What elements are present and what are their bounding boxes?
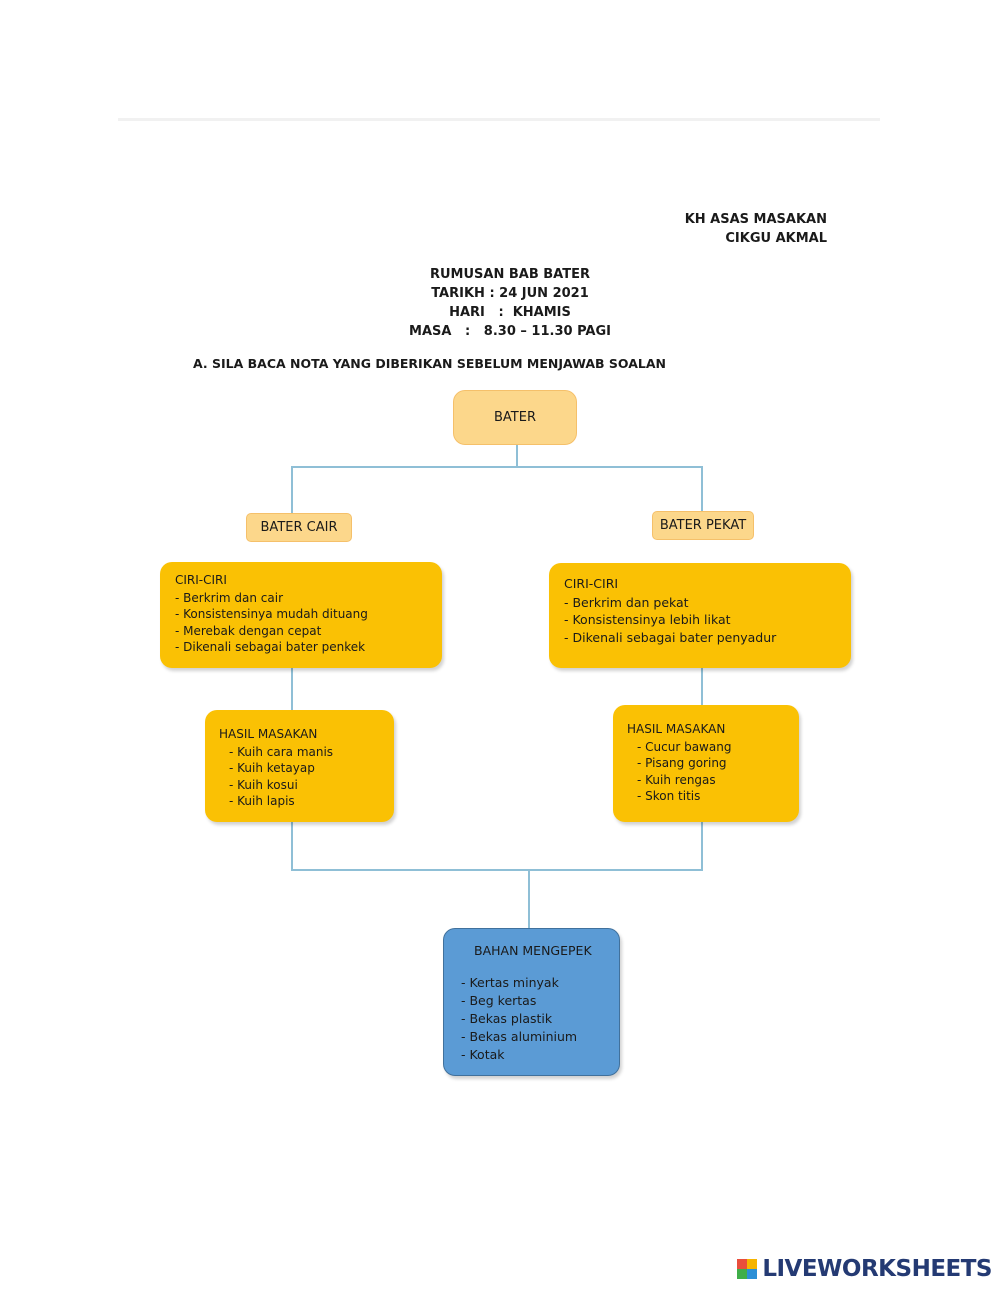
node-hasil-cair: HASIL MASAKAN - Kuih cara manis - Kuih k… [205,710,394,822]
lesson-day: HARI : KHAMIS [449,305,571,320]
connector-bottom-horizontal [291,869,703,871]
course-name: KH ASAS MASAKAN [684,212,827,227]
hasil-cair-item: - Kuih lapis [229,794,295,808]
connector-top-horizontal [291,466,703,468]
ciri-pekat-item: - Berkrim dan pekat [564,594,689,610]
node-bahan-mengepek: BAHAN MENGEPEK - Kertas minyak - Beg ker… [443,928,620,1076]
ciri-cair-item: - Dikenali sebagai bater penkek [175,640,366,654]
connector-right-top [701,466,703,514]
liveworksheets-logo-icon [737,1259,758,1279]
bahan-item: - Beg kertas [461,993,537,1008]
ciri-pekat-item: - Dikenali sebagai bater penyadur [564,629,777,645]
node-ciri-pekat: CIRI-CIRI - Berkrim dan pekat - Konsiste… [549,563,851,668]
node-bater-pekat: BATER PEKAT [652,511,754,540]
bahan-item: - Kertas minyak [461,975,559,990]
hasil-pekat-item: - Cucur bawang [637,739,732,754]
ciri-pekat-heading: CIRI-CIRI [564,576,619,591]
hasil-pekat-heading: HASIL MASAKAN [627,722,726,736]
connector-right-bottom [701,822,703,870]
connector-left-top [291,466,293,514]
instruction-text: A. SILA BACA NOTA YANG DIBERIKAN SEBELUM… [193,356,666,371]
node-hasil-pekat: HASIL MASAKAN - Cucur bawang - Pisang go… [613,705,799,822]
ciri-cair-item: - Konsistensinya mudah dituang [175,607,368,621]
ciri-pekat-item: - Konsistensinya lebih likat [564,612,731,627]
hasil-pekat-item: - Pisang goring [637,756,727,770]
node-ciri-cair: CIRI-CIRI - Berkrim dan cair - Konsisten… [160,562,442,668]
page-top-rule [118,118,880,121]
liveworksheets-brand: LIVEWORKSHEETS [737,1256,992,1282]
connector-bahan-down [528,869,530,929]
lesson-title: RUMUSAN BAB BATER [429,267,590,282]
ciri-cair-item: - Merebak dengan cepat [175,623,322,638]
hasil-cair-item: - Kuih cara manis [229,744,334,759]
brand-name: LIVEWORKSHEETS [762,1256,992,1282]
hasil-pekat-item: - Skon titis [637,789,701,803]
connector-right-mid [701,668,703,706]
hasil-cair-heading: HASIL MASAKAN [219,727,318,741]
hasil-pekat-item: - Kuih rengas [637,772,716,787]
bahan-item: - Bekas plastik [461,1011,553,1026]
connector-root-down [516,445,518,467]
hasil-cair-item: - Kuih kosui [229,777,298,792]
node-bater-cair: BATER CAIR [246,513,352,542]
hasil-cair-item: - Kuih ketayap [229,761,315,775]
node-bater-cair-label: BATER CAIR [260,520,338,535]
course-info: KH ASAS MASAKAN CIKGU AKMAL [685,210,827,248]
bahan-item: - Bekas aluminium [461,1029,578,1044]
node-bater-pekat-label: BATER PEKAT [659,518,747,533]
ciri-cair-item: - Berkrim dan cair [175,590,284,605]
lesson-time: MASA : 8.30 – 11.30 PAGI [409,324,611,339]
ciri-cair-heading: CIRI-CIRI [175,573,227,587]
bahan-heading: BAHAN MENGEPEK [474,943,592,958]
node-bater: BATER [453,390,577,445]
lesson-date: TARIKH : 24 JUN 2021 [431,286,589,301]
bahan-item: - Kotak [461,1047,505,1062]
connector-left-bottom [291,822,293,870]
teacher-name: CIKGU AKMAL [725,231,827,246]
lesson-info: RUMUSAN BAB BATER TARIKH : 24 JUN 2021 H… [0,265,1000,341]
connector-left-mid [291,668,293,710]
node-bater-label: BATER [494,410,536,425]
